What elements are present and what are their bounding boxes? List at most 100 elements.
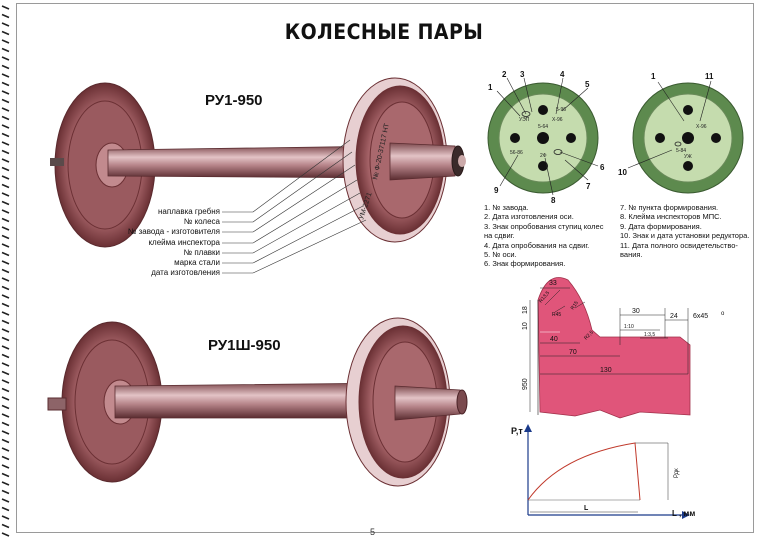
binding-ring — [1, 81, 10, 87]
model-label-top: РУ1-950 — [205, 92, 263, 109]
binding-ring — [1, 64, 10, 70]
binding-ring — [1, 447, 10, 452]
disc1-callout-1: 1 — [488, 83, 493, 92]
legend-item: 4. Дата опробования на сдвиг. — [484, 240, 590, 250]
legend-item: 3. Знак опробования ступиц колес — [484, 221, 604, 231]
axle-label-4: клейма инспектора — [148, 238, 220, 247]
dim-6x45: 6х45 — [693, 313, 708, 320]
binding-ring — [1, 311, 10, 316]
binding-ring — [1, 47, 10, 53]
graph-ylabel: P,т — [511, 426, 523, 436]
graph-x-mark: L — [584, 505, 589, 512]
legend-left: 1. № завода. 2. Дата изготовления оси. 3… — [484, 203, 603, 269]
binding-ring — [1, 217, 10, 223]
binding-ring — [1, 523, 10, 529]
disc1-stamp-5: 2Ф — [540, 153, 547, 159]
binding-ring — [1, 506, 10, 512]
label-leaders — [222, 139, 367, 274]
binding-ring — [1, 430, 10, 435]
binding-ring — [1, 285, 10, 291]
binding-ring — [1, 438, 10, 444]
binding-ring — [1, 396, 10, 401]
disc1-callout-4: 4 — [560, 70, 565, 79]
binding-ring — [1, 39, 10, 44]
binding-ring — [1, 277, 10, 282]
press-fit-graph: P,т L , мм L Рдк — [511, 424, 695, 519]
slope-1-35: 1:3,5 — [644, 332, 655, 338]
binding-ring — [1, 336, 10, 342]
binding-ring — [1, 319, 10, 325]
legend-right: 7. № пункта формирования. 8. Клейма инсп… — [620, 203, 749, 259]
dim-950: 950 — [522, 378, 529, 390]
legend-item: 11. Дата полного освидетельство- — [620, 240, 738, 250]
binding-ring — [1, 107, 10, 112]
disc1-stamp-2: 5-64 — [538, 124, 548, 130]
dim-70: 70 — [569, 349, 577, 356]
binding-ring — [1, 251, 10, 257]
binding-ring — [1, 345, 10, 350]
legend-item: 5. № оси. — [484, 250, 517, 260]
axle-label-6: марка стали — [174, 258, 220, 267]
graph-xlabel: L , мм — [672, 509, 695, 518]
binding-ring — [1, 328, 10, 333]
binding-ring — [1, 498, 10, 503]
axle-label-1: наплавка гребня — [158, 207, 220, 216]
disc2-callout-10: 10 — [618, 168, 627, 177]
binding-ring — [1, 115, 10, 121]
legend-item: 10. Знак и дата установки редуктора. — [620, 231, 750, 241]
binding-ring — [1, 379, 10, 384]
legend-item: вания. — [620, 250, 643, 260]
binding-ring — [1, 73, 10, 78]
disc2-callout-1: 1 — [651, 72, 656, 81]
axle-label-3: № завода - изготовителя — [127, 227, 220, 236]
binding-ring — [1, 515, 10, 520]
legend-item: 2. Дата изготовления оси. — [484, 212, 574, 222]
binding-ring — [1, 183, 10, 189]
binding-ring — [1, 353, 10, 359]
binding-ring — [1, 455, 10, 461]
disc2-stamp-1: Х-96 — [696, 124, 707, 130]
disc1-callout-5: 5 — [585, 80, 590, 89]
dim-18: 18 — [522, 306, 529, 314]
disc1-stamp-1: УЭП — [519, 117, 530, 123]
axle-end-disc-1: УЭП 5-64 Х-96 5-96 2Ф 56-86 1 — [487, 70, 605, 205]
binding-ring — [1, 192, 10, 197]
binding-ring — [1, 413, 10, 418]
binding-ring — [1, 166, 10, 172]
binding-ring — [1, 532, 10, 537]
binding-ring — [1, 30, 10, 36]
binding-ring — [1, 260, 10, 265]
binding-ring — [1, 387, 10, 393]
page-number: 5 — [370, 527, 376, 537]
binding-ring — [1, 404, 10, 410]
disc2-stamp-2: 5-84 — [676, 148, 686, 154]
disc1-callout-6: 6 — [600, 163, 605, 172]
disc2-callout-11: 11 — [705, 72, 714, 81]
model-label-bottom: РУ1Ш-950 — [208, 337, 281, 354]
disc1-stamp-6: 56-86 — [510, 150, 523, 156]
legend-item: 9. Дата формирования. — [620, 221, 702, 231]
binding-ring — [1, 5, 10, 10]
binding-ring — [1, 268, 10, 274]
binding-ring — [1, 472, 10, 478]
legend-item: на сдвиг. — [484, 231, 515, 241]
dim-30: 30 — [632, 308, 640, 315]
wheelset-bottom — [47, 317, 468, 487]
binding-ring — [1, 226, 10, 231]
disc1-stamp-3: Х-96 — [552, 117, 563, 123]
disc1-callout-3: 3 — [520, 70, 525, 79]
binding-ring — [1, 98, 10, 104]
binding-ring — [1, 200, 10, 206]
legend-item: 6. Знак формирования. — [484, 259, 566, 269]
binding-ring — [1, 209, 10, 214]
legend-item: 7. № пункта формирования. — [620, 203, 719, 212]
binding-ring — [1, 90, 10, 95]
graph-y-mark: Рдк — [674, 468, 680, 478]
binding-ring — [1, 362, 10, 367]
binding-ring — [1, 464, 10, 469]
dim-r15: R15 — [570, 300, 580, 311]
binding-ring — [1, 243, 10, 248]
dim-40: 40 — [550, 336, 558, 343]
disc1-callout-7: 7 — [586, 182, 591, 191]
